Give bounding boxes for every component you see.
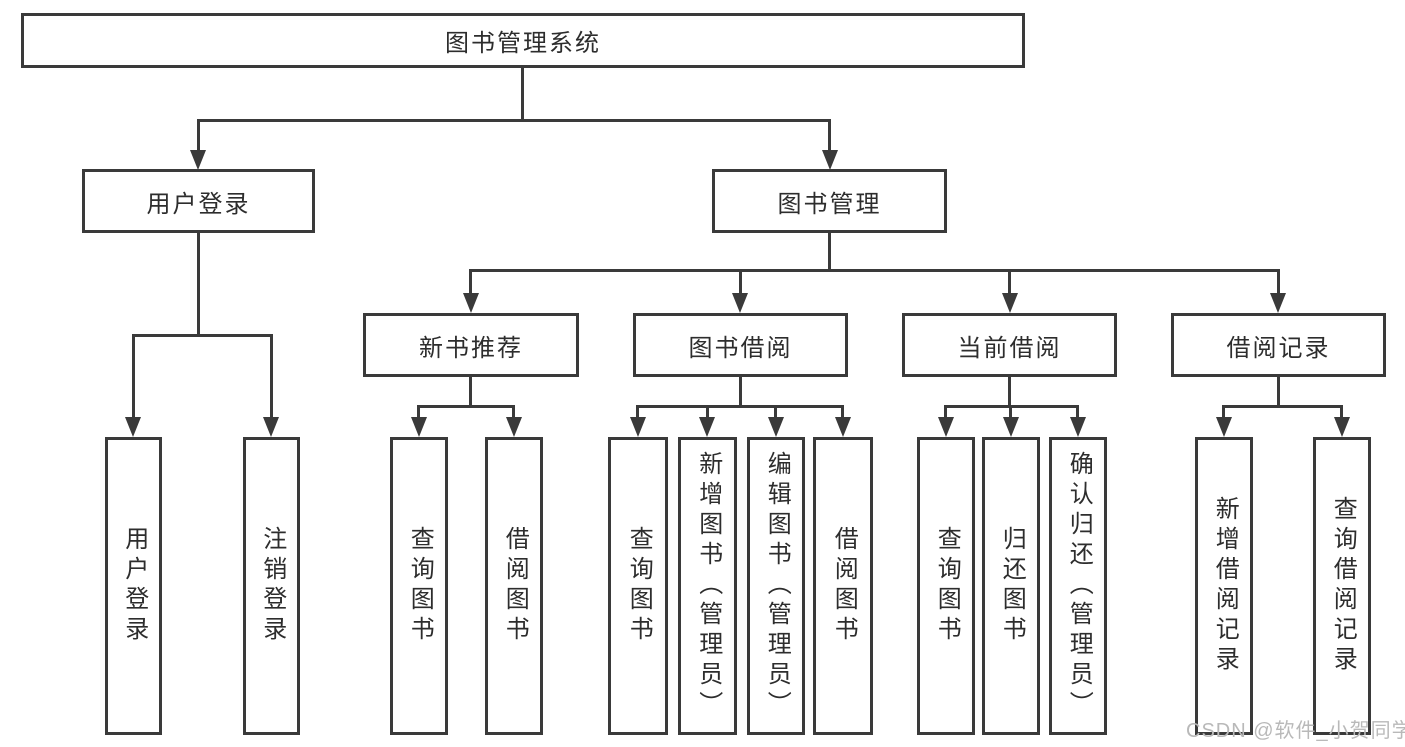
arrowhead-down-icon xyxy=(630,417,646,437)
leaf-label: 确认归还（管理员） xyxy=(1065,451,1093,721)
leaf-borrow-books-recommend: 借阅图书 xyxy=(485,437,543,735)
connector-line xyxy=(739,376,742,407)
connector-line xyxy=(706,405,709,419)
leaf-label: 新增图书（管理员） xyxy=(694,451,722,721)
connector-line xyxy=(469,269,472,295)
connector-line xyxy=(828,119,831,153)
watermark: CSDN @软件_小贺同学 xyxy=(1186,720,1405,742)
arrowhead-down-icon xyxy=(506,417,522,437)
node-label: 当前借阅 xyxy=(957,334,1062,362)
arrowhead-down-icon xyxy=(1270,293,1286,313)
arrowhead-down-icon xyxy=(938,417,954,437)
connector-line xyxy=(1277,269,1280,295)
leaf-user-login: 用户登录 xyxy=(105,437,162,735)
arrowhead-down-icon xyxy=(768,417,784,437)
connector-line xyxy=(841,405,844,419)
arrowhead-down-icon xyxy=(1003,417,1019,437)
leaf-logout-login: 注销登录 xyxy=(243,437,300,735)
leaf-borrow-books-borrow: 借阅图书 xyxy=(813,437,873,735)
connector-line xyxy=(1277,376,1280,407)
connector-line xyxy=(197,232,200,336)
leaf-edit-book-admin: 编辑图书（管理员） xyxy=(747,437,805,735)
node-label: 图书管理系统 xyxy=(445,30,601,57)
leaf-query-books-recommend: 查询图书 xyxy=(390,437,448,735)
arrowhead-down-icon xyxy=(732,293,748,313)
node-borrowing-records: 借阅记录 xyxy=(1171,313,1386,377)
arrowhead-down-icon xyxy=(822,150,838,170)
leaf-label: 编辑图书（管理员） xyxy=(763,451,791,721)
connector-line xyxy=(197,119,831,122)
node-label: 新书推荐 xyxy=(419,334,523,362)
arrowhead-down-icon xyxy=(1070,417,1086,437)
connector-line xyxy=(1340,405,1343,419)
connector-line xyxy=(636,405,844,408)
leaf-return-book: 归还图书 xyxy=(982,437,1040,735)
node-library-management-system: 图书管理系统 xyxy=(21,13,1025,68)
connector-line xyxy=(417,405,515,408)
node-user-login: 用户登录 xyxy=(82,169,315,233)
connector-line xyxy=(1222,405,1225,419)
connector-line xyxy=(197,119,200,153)
leaf-add-borrow-record: 新增借阅记录 xyxy=(1195,437,1253,735)
connector-line xyxy=(1008,269,1011,295)
node-label: 图书借阅 xyxy=(688,334,793,362)
leaf-label: 用户登录 xyxy=(120,526,148,646)
arrowhead-down-icon xyxy=(190,150,206,170)
connector-line xyxy=(417,405,420,419)
node-book-management: 图书管理 xyxy=(712,169,947,233)
connector-line xyxy=(1008,376,1011,407)
leaf-label: 查询图书 xyxy=(406,526,434,646)
node-label: 用户登录 xyxy=(146,190,251,218)
arrowhead-down-icon xyxy=(1216,417,1232,437)
leaf-label: 注销登录 xyxy=(258,526,286,646)
connector-line xyxy=(1076,405,1079,419)
leaf-label: 借阅图书 xyxy=(501,526,529,646)
node-label: 图书管理 xyxy=(777,190,882,218)
node-book-borrowing: 图书借阅 xyxy=(633,313,848,377)
leaf-label: 借阅图书 xyxy=(830,526,858,646)
leaf-query-books-current: 查询图书 xyxy=(917,437,975,735)
arrowhead-down-icon xyxy=(1002,293,1018,313)
leaf-label: 查询图书 xyxy=(933,526,961,646)
connector-line xyxy=(828,232,831,271)
connector-line xyxy=(270,334,273,419)
connector-line xyxy=(774,405,777,419)
leaf-add-book-admin: 新增图书（管理员） xyxy=(678,437,737,735)
connector-line xyxy=(739,269,742,295)
connector-line xyxy=(132,334,135,419)
connector-line xyxy=(469,269,1280,272)
arrowhead-down-icon xyxy=(263,417,279,437)
arrowhead-down-icon xyxy=(463,293,479,313)
leaf-label: 查询图书 xyxy=(625,526,653,646)
leaf-label: 归还图书 xyxy=(998,526,1026,646)
node-label: 借阅记录 xyxy=(1226,334,1331,362)
connector-line xyxy=(469,376,472,407)
connector-line xyxy=(944,405,947,419)
arrowhead-down-icon xyxy=(411,417,427,437)
leaf-query-borrow-record: 查询借阅记录 xyxy=(1313,437,1371,735)
leaf-query-books-borrow: 查询图书 xyxy=(608,437,668,735)
leaf-label: 新增借阅记录 xyxy=(1211,496,1239,676)
connector-line xyxy=(132,334,273,337)
connector-line xyxy=(636,405,639,419)
arrowhead-down-icon xyxy=(125,417,141,437)
node-current-borrowing: 当前借阅 xyxy=(902,313,1117,377)
node-new-book-recommendation: 新书推荐 xyxy=(363,313,579,377)
connector-line xyxy=(521,68,524,121)
connector-line xyxy=(1009,405,1012,419)
arrowhead-down-icon xyxy=(835,417,851,437)
arrowhead-down-icon xyxy=(699,417,715,437)
arrowhead-down-icon xyxy=(1334,417,1350,437)
connector-line xyxy=(1222,405,1343,408)
connector-line xyxy=(512,405,515,419)
leaf-label: 查询借阅记录 xyxy=(1329,496,1357,676)
leaf-confirm-return-admin: 确认归还（管理员） xyxy=(1049,437,1107,735)
